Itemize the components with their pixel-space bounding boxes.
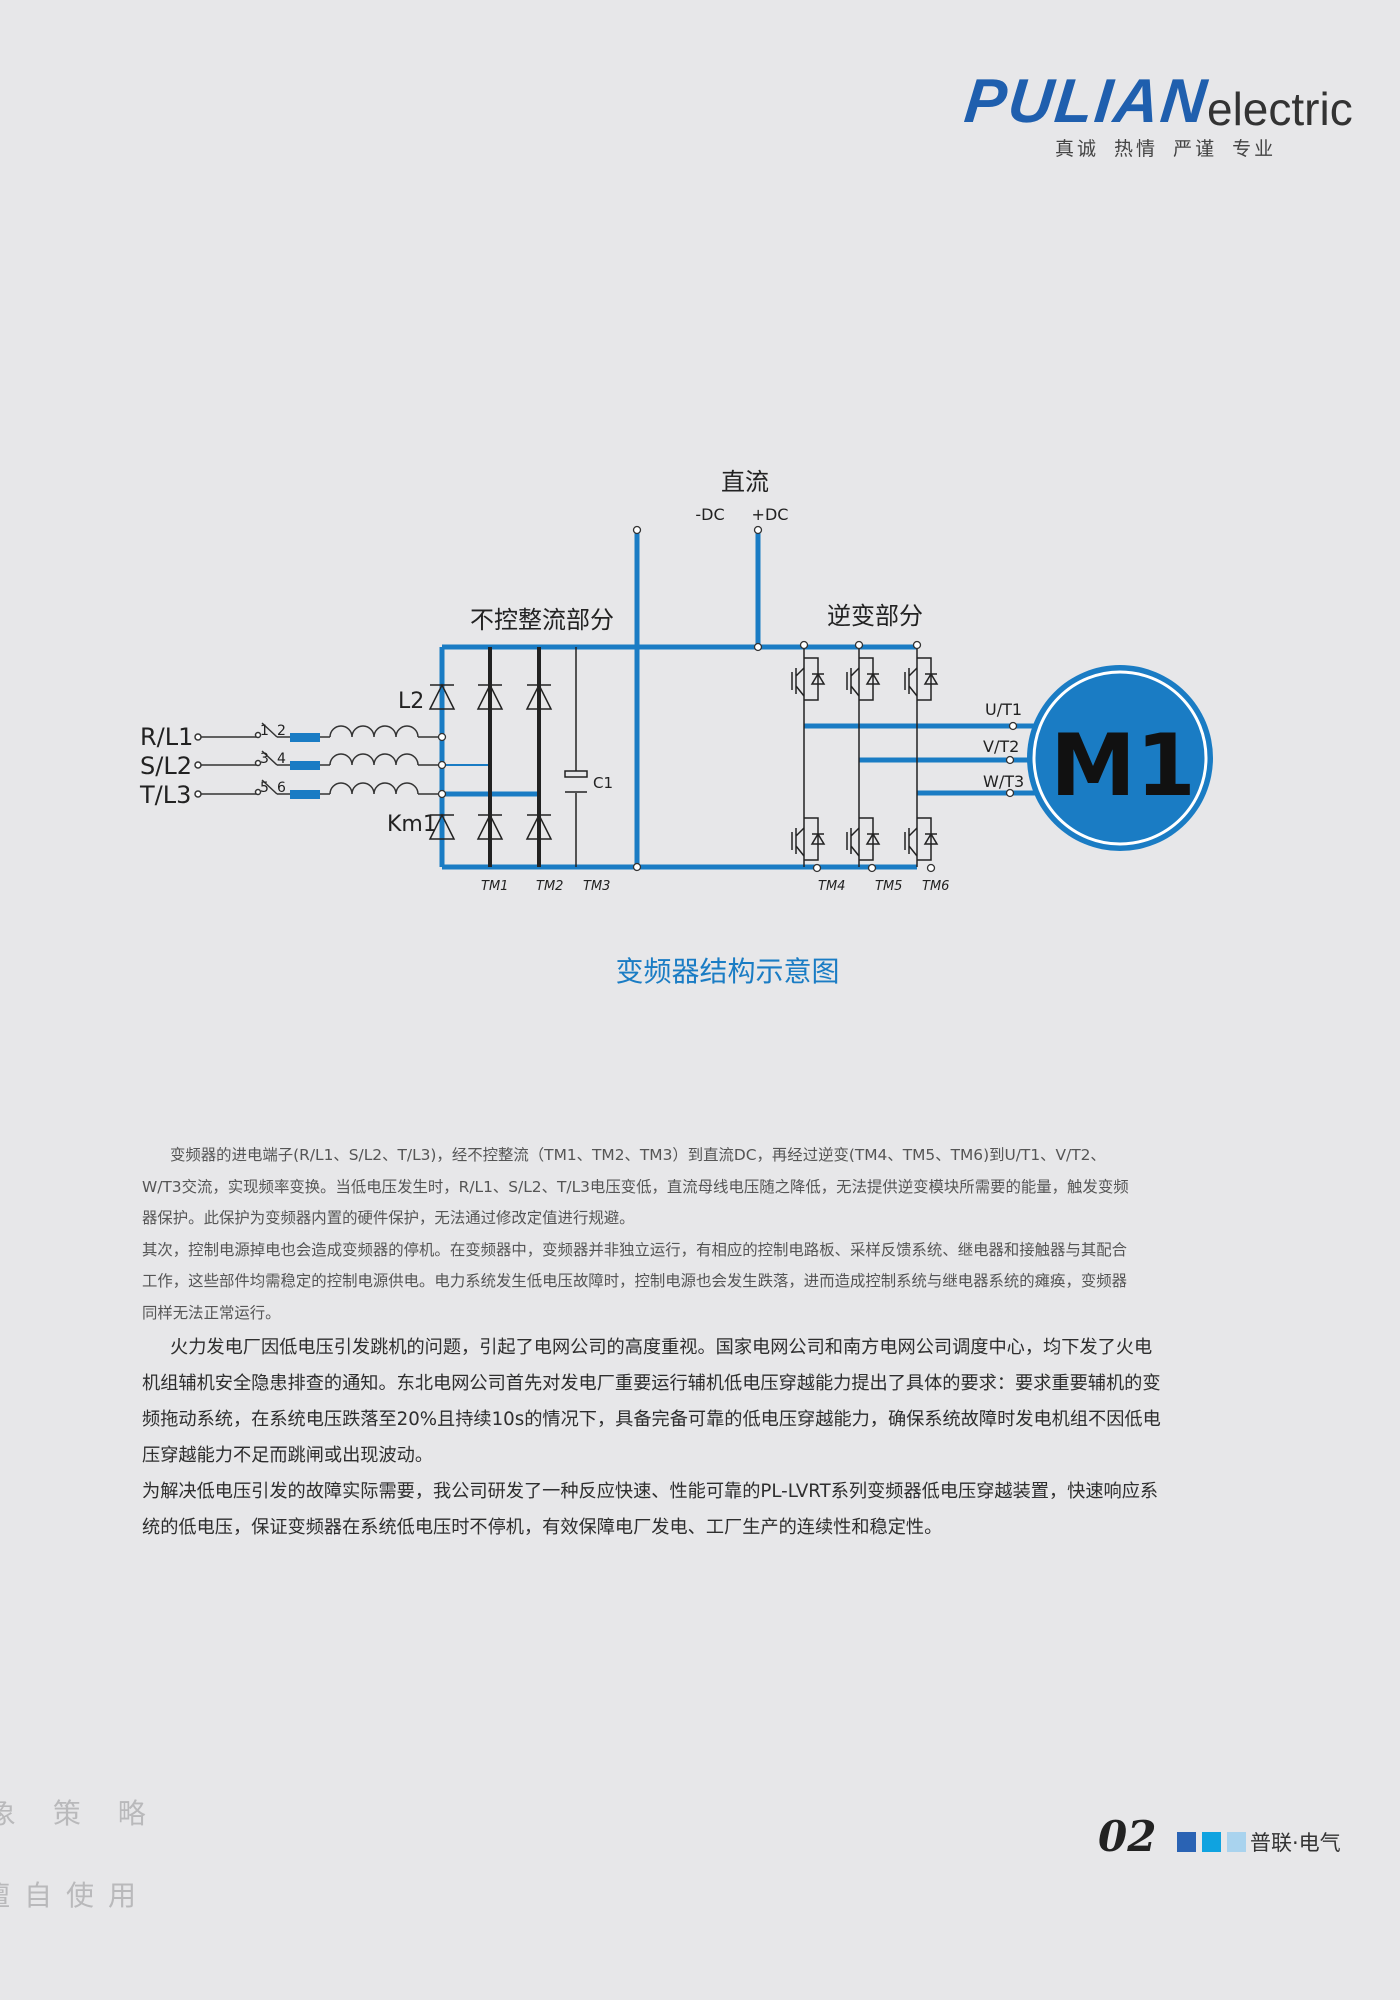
switch-num: 6 (277, 780, 286, 796)
inductor-icon (329, 725, 419, 738)
rectifier-label: 不控整流部分 (470, 606, 614, 634)
input-s: S/L2 (140, 752, 192, 780)
igbt-icon (791, 817, 826, 861)
watermark-line1: 象 策 略 (0, 1797, 160, 1830)
input-r: R/L1 (140, 723, 193, 751)
text-line: 同样无法正常运行。 (142, 1303, 281, 1322)
dc-label: 直流 (721, 468, 769, 496)
text-line: 变频器的进电端子(R/L1、S/L2、T/L3)，经不控整流（TM1、TM2、T… (170, 1146, 1106, 1164)
inductor-icon (329, 753, 419, 766)
diode-icon (428, 683, 456, 710)
diode-icon (428, 813, 456, 840)
paragraph-small: 变频器的进电端子(R/L1、S/L2、T/L3)，经不控整流（TM1、TM2、T… (142, 1140, 1277, 1329)
fuse-icon (290, 790, 320, 799)
switch-num: 1 (260, 723, 269, 739)
inverter-label: 逆变部分 (827, 602, 923, 630)
igbt-icon (846, 657, 881, 701)
neg-dc-label: -DC (695, 505, 724, 524)
igbt-icon (846, 817, 881, 861)
motor-label: M1 (1050, 716, 1195, 816)
switch-num: 5 (260, 780, 269, 796)
inverter-circuit-diagram: M1 直流 -DC +DC 不控整流部分 逆变部分 R/L1 S/L2 T/L3… (139, 468, 1213, 894)
text-line: 压穿越能力不足而跳闸或出现波动。 (142, 1445, 434, 1466)
module-label: TM4 (818, 879, 845, 894)
footer-brand: 普联·电气 (1250, 1831, 1341, 1855)
module-label: TM3 (583, 879, 610, 894)
page-number: 02 (1098, 1812, 1157, 1861)
module-label: TM2 (536, 879, 563, 894)
switch-icon (261, 779, 278, 795)
slogan: 真诚 热情 严谨 专业 (1055, 138, 1277, 160)
igbt-icon (904, 657, 939, 701)
text-line: 其次，控制电源掉电也会造成变频器的停机。在变频器中，变频器并非独立运行，有相应的… (142, 1240, 1128, 1259)
input-t: T/L3 (139, 781, 191, 809)
decor-square (1227, 1832, 1246, 1852)
text-line: 频拖动系统，在系统电压跌落至20%且持续10s的情况下，具备完备可靠的低电压穿越… (142, 1409, 1161, 1430)
switch-num: 3 (260, 751, 269, 767)
output-label: V/T2 (983, 737, 1019, 756)
text-line: 机组辅机安全隐患排查的通知。东北电网公司首先对发电厂重要运行辅机低电压穿越能力提… (142, 1373, 1161, 1394)
capacitor-label: C1 (593, 774, 613, 792)
diode-icon (476, 683, 504, 710)
igbt-icon (791, 657, 826, 701)
figure-title: 变频器结构示意图 (615, 955, 840, 988)
inductor-label: L2 (398, 689, 424, 714)
switch-icon (261, 750, 278, 766)
contactor-label: Km1 (387, 812, 437, 837)
switch-num: 4 (277, 751, 286, 767)
text-line: 工作，这些部件均需稳定的控制电源供电。电力系统发生低电压故障时，控制电源也会发生… (142, 1272, 1128, 1290)
inductor-icon (329, 782, 419, 795)
decor-square (1177, 1832, 1196, 1852)
fuse-icon (290, 733, 320, 742)
text-line: 统的低电压，保证变频器在系统低电压时不停机，有效保障电厂发电、工厂生产的连续性和… (142, 1517, 943, 1538)
module-label: TM5 (875, 879, 902, 894)
diode-icon (525, 683, 553, 710)
watermark-line2: 擅自使用 (0, 1879, 151, 1912)
switch-num: 2 (277, 723, 286, 739)
fuse-icon (290, 761, 320, 770)
motor-icon (1027, 665, 1213, 851)
text-line: W/T3交流，实现频率变换。当低电压发生时，R/L1、S/L2、T/L3电压变低… (142, 1177, 1129, 1196)
paragraph-large: 火力发电厂因低电压引发跳机的问题，引起了电网公司的高度重视。国家电网公司和南方电… (142, 1330, 1277, 1546)
igbt-icon (904, 817, 939, 861)
logo-electric: electric (1207, 83, 1353, 135)
module-label: TM1 (481, 879, 508, 894)
diode-icon (525, 813, 553, 840)
pos-dc-label: +DC (752, 505, 789, 524)
text-line: 火力发电厂因低电压引发跳机的问题，引起了电网公司的高度重视。国家电网公司和南方电… (170, 1337, 1153, 1358)
diode-icon (476, 813, 504, 840)
output-label: U/T1 (985, 700, 1022, 719)
switch-icon (261, 722, 278, 738)
text-line: 器保护。此保护为变频器内置的硬件保护，无法通过修改定值进行规避。 (142, 1209, 635, 1227)
text-line: 为解决低电压引发的故障实际需要，我公司研发了一种反应快速、性能可靠的PL-LVR… (142, 1481, 1159, 1502)
output-label: W/T3 (983, 772, 1024, 791)
module-label: TM6 (922, 879, 949, 894)
decor-square (1202, 1832, 1221, 1852)
